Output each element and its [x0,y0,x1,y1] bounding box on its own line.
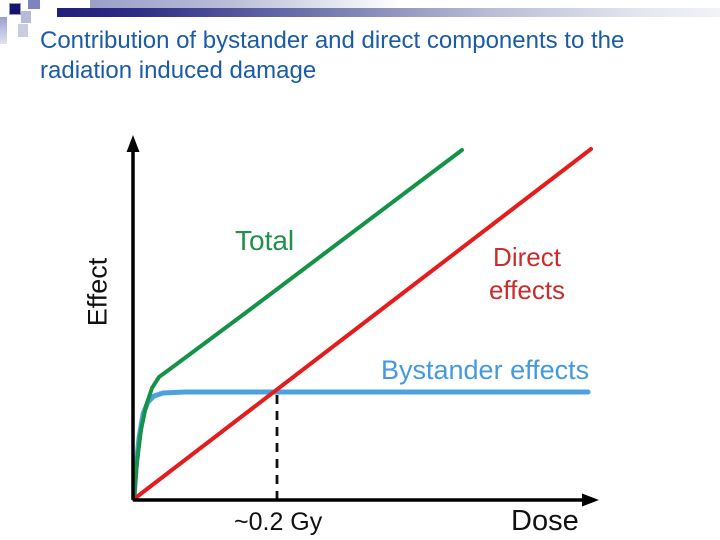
slide-title-line-1: Contribution of bystander and direct com… [40,27,625,54]
decor-left-bar [0,17,7,44]
decor-gray-square-2 [18,24,28,37]
slide-title: Contribution of bystander and direct com… [40,26,710,86]
decor-navy-square [9,3,21,15]
x-axis-label: Dose [511,505,579,537]
dose-threshold-annotation: ~0.2 Gy [234,508,323,536]
decor-header-gradient-bar [57,8,720,17]
decor-gray-square-1 [21,11,31,23]
y-axis-label: Effect [82,257,113,327]
direct-effects-series-label: Direct effects [488,242,566,305]
decor-top-echo-bar [90,0,400,8]
bystander-effects-series-label: Bystander effects [381,355,590,385]
total-series-label: Total [235,225,295,256]
decor-periwinkle-square [28,0,40,9]
slide-title-line-2: radiation induced damage [40,57,317,84]
